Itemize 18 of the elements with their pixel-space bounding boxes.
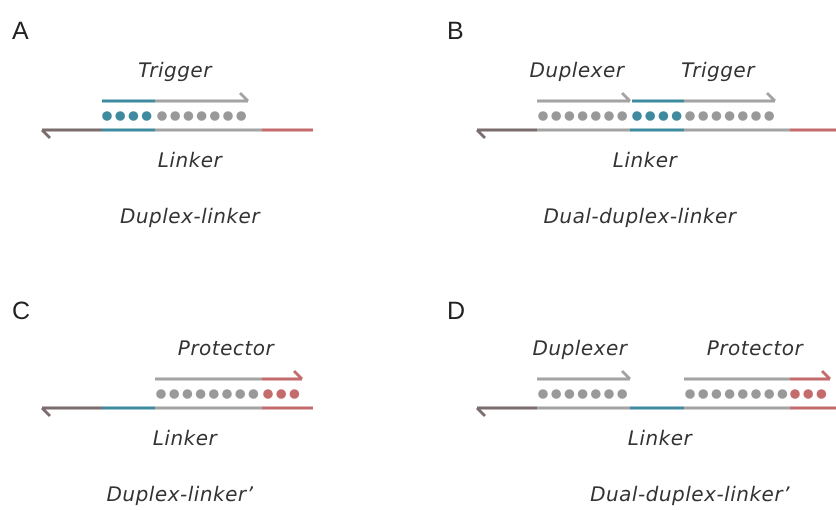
- strand-label: Protector: [178, 336, 274, 360]
- panel-letter: C: [12, 297, 30, 325]
- strand-label: Duplexer: [532, 336, 628, 360]
- strand-label: Linker: [612, 148, 678, 172]
- panel-letter: B: [447, 17, 464, 45]
- strand-label: Duplex-linker: [120, 204, 260, 228]
- strand-label: Duplexer: [530, 58, 624, 82]
- strand-label: Trigger: [138, 58, 212, 82]
- panel-letter: D: [447, 297, 466, 325]
- strand-label: Trigger: [681, 58, 755, 82]
- strand-label: Linker: [628, 426, 692, 450]
- strand-label: Protector: [706, 336, 804, 360]
- strand-label: Dual-duplex-linker’: [590, 482, 790, 506]
- strand-label: Dual-duplex-linker: [544, 204, 736, 228]
- strand-label: Linker: [158, 148, 222, 172]
- strand-label: Duplex-linker’: [106, 482, 254, 506]
- panel-letter: A: [12, 17, 29, 45]
- strand-label: Linker: [152, 426, 218, 450]
